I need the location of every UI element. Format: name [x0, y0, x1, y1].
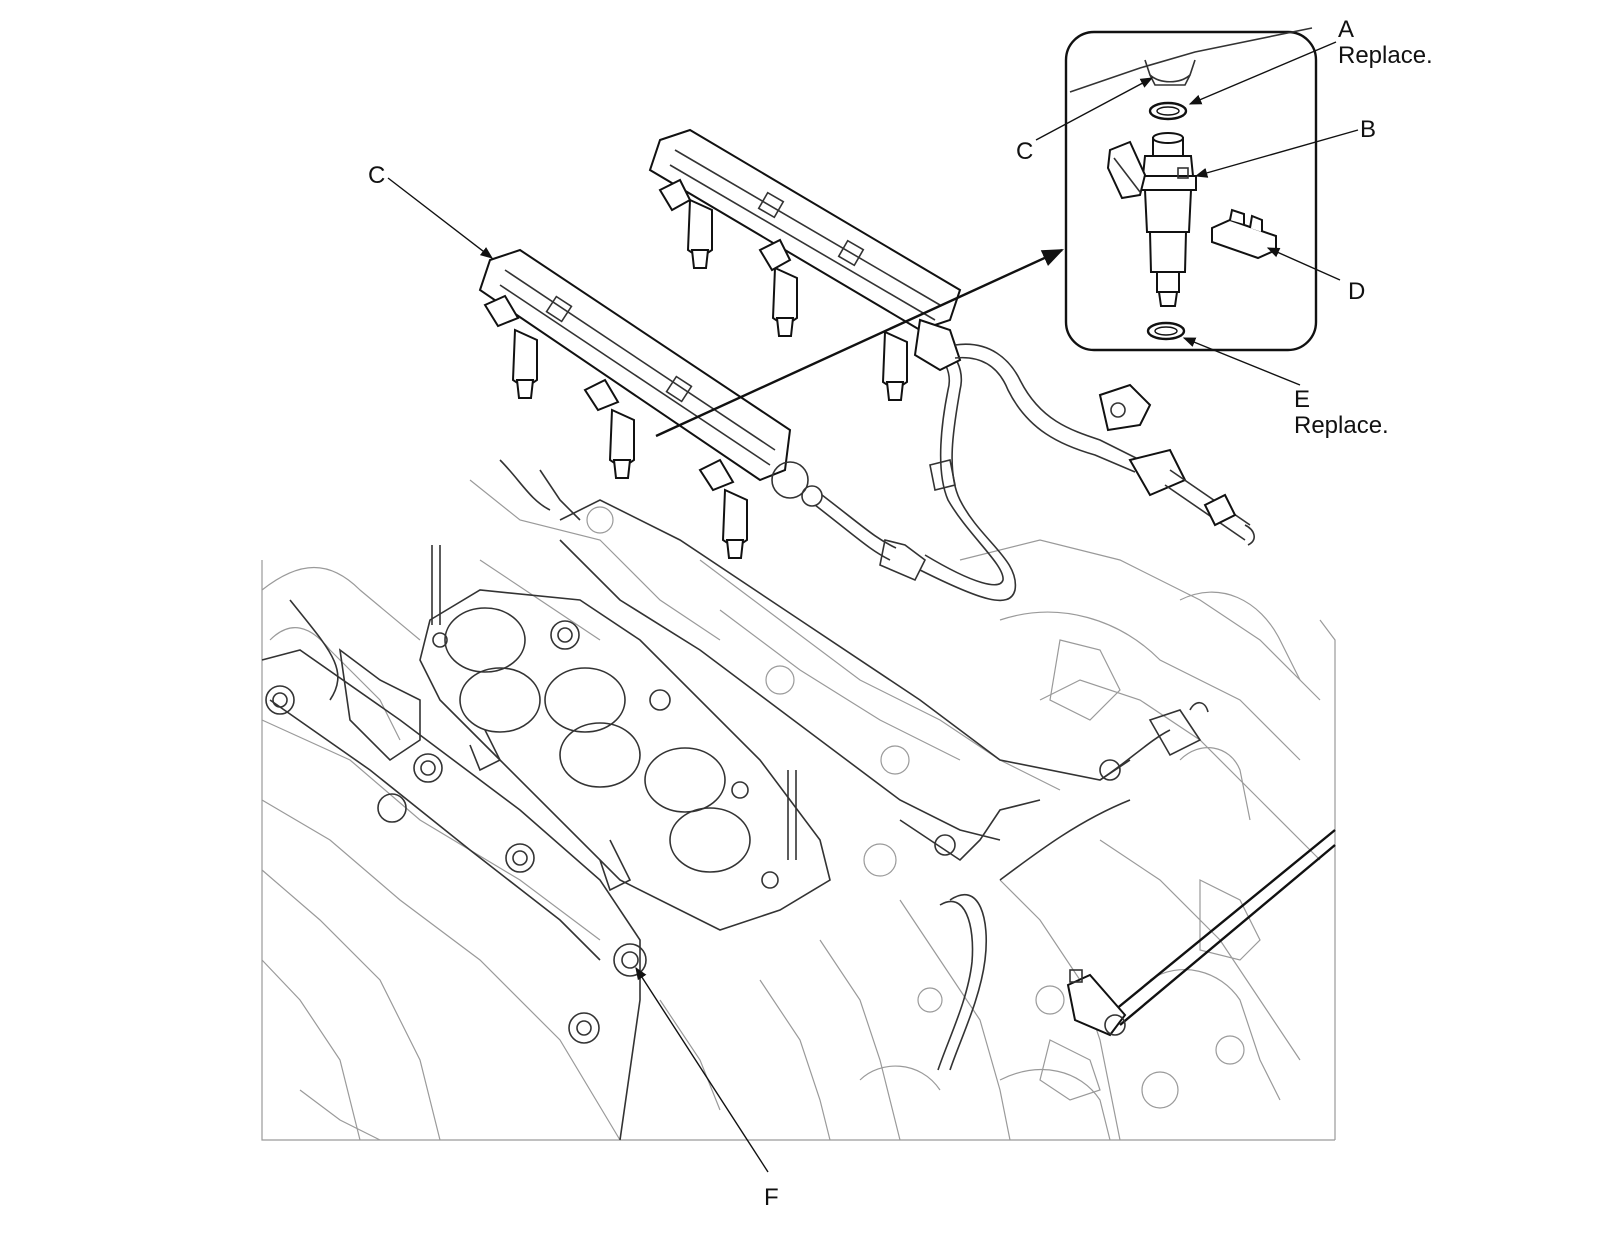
- engine-block: [261, 479, 1336, 1141]
- manifold-flange: [499, 459, 1131, 862]
- o-ring-bottom: [1146, 321, 1186, 341]
- leader-lines: [387, 41, 1359, 1173]
- callout-a-note: Replace.: [1338, 42, 1433, 69]
- front-fuel-rail: [478, 248, 823, 559]
- detail-arrow: [655, 248, 1064, 438]
- injector-clip: [1211, 208, 1277, 260]
- callout-e: E: [1294, 386, 1311, 413]
- inset-detail-frame: [1064, 27, 1318, 352]
- o-ring-top: [1148, 101, 1188, 121]
- fuel-injector: [1106, 132, 1197, 307]
- cylinder-head: [261, 599, 647, 1141]
- callout-e-note: Replace.: [1294, 412, 1389, 439]
- harness: [937, 701, 1336, 1071]
- callout-a: A: [1338, 16, 1355, 43]
- intake-port-plate: [419, 545, 831, 931]
- callout-c-rail: C: [368, 162, 386, 189]
- fuel-lines: [814, 318, 1255, 602]
- rear-fuel-rail: [648, 128, 962, 401]
- callout-c-inset: C: [1016, 138, 1034, 165]
- callout-f: F: [764, 1184, 779, 1211]
- callout-d: D: [1348, 278, 1366, 305]
- callout-b: B: [1360, 116, 1377, 143]
